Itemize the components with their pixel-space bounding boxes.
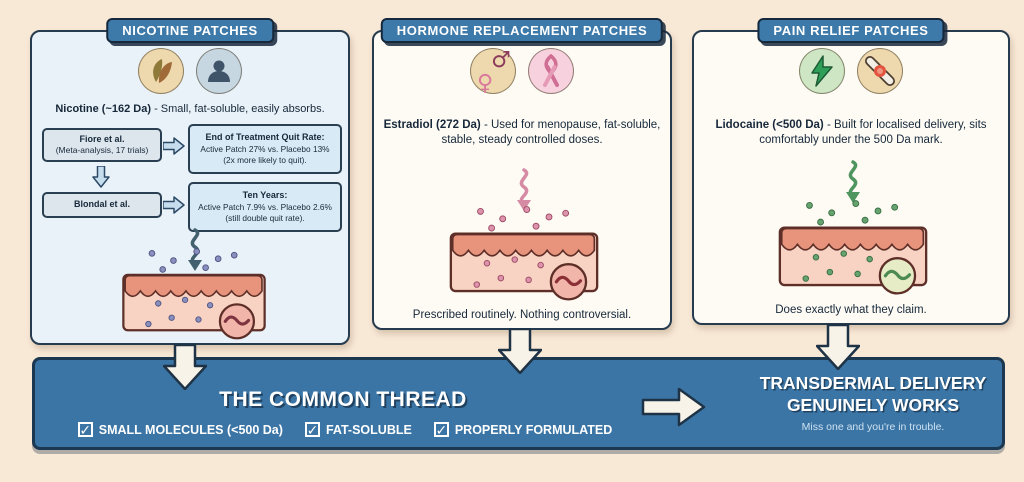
nicotine-description: Nicotine (~162 Da) - Small, fat-soluble,… (40, 102, 340, 116)
estradiol-molecule-desc: - Used for menopause, fat-soluble, stabl… (441, 119, 661, 146)
checklist-item-fat-soluble: ✓ FAT-SOLUBLE (304, 421, 412, 438)
skin-cross-section (778, 200, 928, 295)
person-icon (196, 48, 242, 94)
conclusion-note: Miss one and you're in trouble. (801, 420, 945, 433)
study-name: Blondal et al. (73, 199, 130, 210)
result-box-quit-rate: End of Treatment Quit Rate: Active Patch… (188, 124, 342, 174)
female-symbol: ♀ (477, 71, 494, 96)
absorption-wavy-arrow-icon (846, 160, 860, 203)
banner-title: THE COMMON THREAD (219, 388, 467, 411)
study-detail: (Meta-analysis, 17 trials) (55, 145, 149, 156)
study-box-fiore: Fiore et al. (Meta-analysis, 17 trials) (42, 128, 162, 162)
checklist-label: SMALL MOLECULES (<500 Da) (98, 422, 283, 437)
result-title: End of Treatment Quit Rate: (205, 132, 325, 143)
result-line: (2x more likely to quit). (223, 154, 307, 165)
molecule-dots-in-skin (802, 250, 873, 282)
down-block-arrow-icon (163, 344, 207, 390)
molecule-dots-in-skin (473, 256, 544, 288)
nicotine-icon-row (32, 48, 348, 94)
absorption-wavy-arrow-icon (188, 228, 202, 271)
nicotine-panel-title: NICOTINE PATCHES (106, 18, 274, 43)
conclusion-line2: GENUINELY WORKS (786, 394, 960, 415)
molecule-dots (806, 200, 899, 226)
checklist-item-small-molecules: ✓ SMALL MOLECULES (<500 Da) (77, 421, 283, 438)
pain-icon-row (694, 48, 1008, 94)
checkbox-icon: ✓ (77, 421, 93, 438)
study-name: Fiore et al. (79, 133, 125, 144)
checkbox-icon: ✓ (433, 421, 449, 438)
pain-relief-panel-title: PAIN RELIEF PATCHES (757, 18, 945, 43)
skin-cross-section (122, 248, 266, 340)
molecule-dots-in-skin (145, 296, 214, 328)
checkmark-icon: ✓ (306, 421, 319, 438)
result-line: Active Patch 7.9% vs. Placebo 2.6% (198, 202, 332, 213)
skin-cross-section (449, 206, 599, 301)
nicotine-molecule-desc: - Small, fat-soluble, easily absorbs. (154, 103, 325, 115)
hormone-panel-title: HORMONE REPLACEMENT PATCHES (380, 18, 664, 43)
checklist-label: PROPERLY FORMULATED (454, 422, 613, 437)
pain-footer: Does exactly what they claim. (775, 304, 927, 316)
flow-arrow-down-icon (92, 166, 110, 188)
checklist-label: FAT-SOLUBLE (325, 422, 412, 437)
awareness-ribbon-icon (528, 48, 574, 94)
joint-pain-icon (857, 48, 903, 94)
flow-arrow-right-icon (163, 196, 185, 214)
molecule-dots (477, 206, 570, 232)
flow-arrow-right-icon (163, 137, 185, 155)
pain-relief-panel: PAIN RELIEF PATCHES Lidocaine (<500 Da) … (692, 18, 1010, 325)
conclusion-line1: TRANSDERMAL DELIVERY (759, 373, 987, 393)
hormone-icon-row: ♂ ♀ (374, 48, 670, 96)
checkbox-icon: ✓ (304, 421, 320, 438)
result-box-ten-years: Ten Years: Active Patch 7.9% vs. Placebo… (188, 182, 342, 232)
molecule-dots (148, 248, 238, 273)
right-block-arrow-icon (641, 387, 706, 427)
result-line: Active Patch 27% vs. Placebo 13% (200, 144, 330, 155)
result-title: Ten Years: (242, 190, 288, 201)
lightning-bolt-icon (799, 48, 845, 94)
result-line: (still double quit rate). (225, 212, 305, 223)
checkmark-icon: ✓ (79, 421, 92, 438)
study-box-blondal: Blondal et al. (42, 192, 162, 218)
down-block-arrow-icon (816, 324, 860, 370)
lidocaine-molecule-desc: - Built for localised delivery, sits com… (759, 119, 987, 146)
hormone-panel: HORMONE REPLACEMENT PATCHES ♂ ♀ Estradio… (372, 18, 672, 330)
hormone-description: Estradiol (272 Da) - Used for menopause,… (382, 118, 662, 148)
tobacco-leaf-icon (138, 48, 184, 94)
pain-description: Lidocaine (<500 Da) - Built for localise… (702, 118, 1000, 148)
nicotine-panel: NICOTINE PATCHES Nicotine (~162 Da) - Sm… (30, 18, 350, 345)
nicotine-molecule: Nicotine (~162 Da) (55, 103, 152, 115)
estradiol-molecule: Estradiol (272 Da) (383, 119, 481, 131)
checklist: ✓ SMALL MOLECULES (<500 Da) ✓ FAT-SOLUBL… (45, 422, 645, 437)
checkmark-icon: ✓ (435, 421, 448, 438)
checklist-item-properly-formulated: ✓ PROPERLY FORMULATED (433, 421, 613, 438)
absorption-wavy-arrow-icon (517, 168, 531, 211)
lidocaine-molecule: Lidocaine (<500 Da) (715, 119, 824, 131)
down-block-arrow-icon (498, 328, 542, 374)
conclusion-block: TRANSDERMAL DELIVERY GENUINELY WORKS Mis… (723, 373, 1023, 433)
gender-symbols-icon: ♂ ♀ (470, 48, 516, 96)
male-symbol: ♂ (491, 48, 511, 73)
hormone-footer: Prescribed routinely. Nothing controvers… (412, 309, 632, 321)
